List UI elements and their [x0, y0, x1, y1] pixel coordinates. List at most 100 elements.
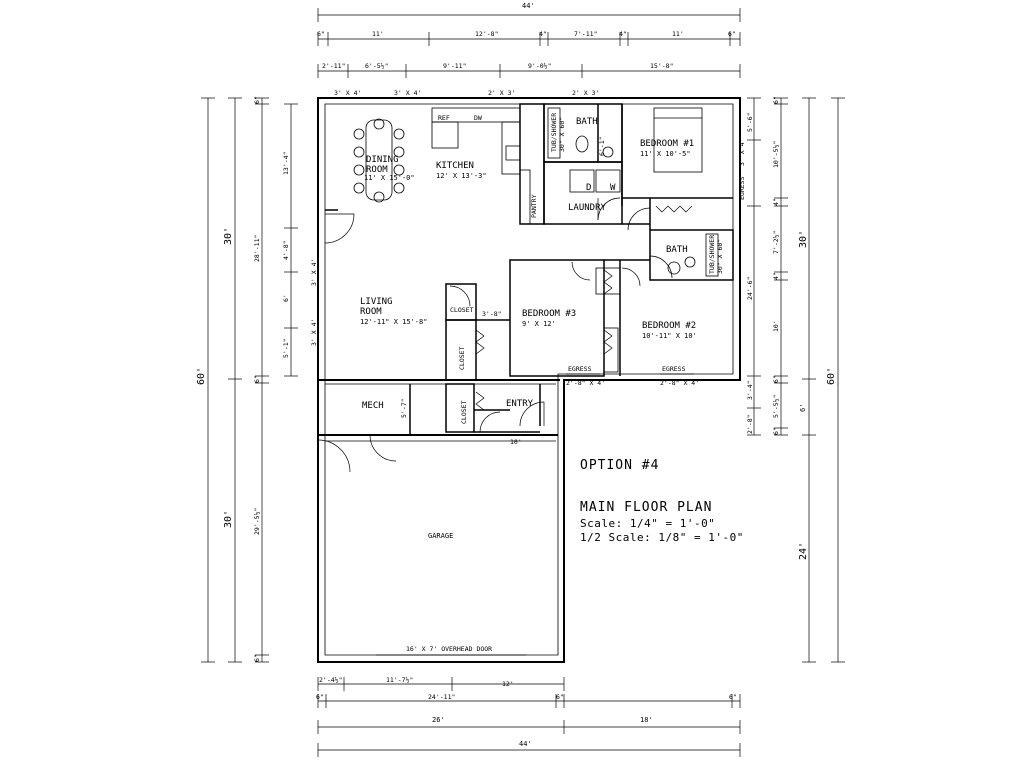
window-label: 2'-8" X 4' — [566, 379, 605, 387]
bottom-row3-dim: 18' — [640, 716, 653, 724]
right-upper-dim: 30' — [798, 230, 809, 248]
plan-title: MAIN FLOOR PLAN — [580, 500, 712, 515]
tub-shower-label: TUB/SHOWER — [708, 235, 716, 274]
right-wall-mark: 6" — [772, 427, 780, 435]
top-row3-dim: 9'-11" — [443, 62, 466, 70]
left-wall-mark: 6" — [253, 375, 261, 383]
tub-size-label: 30" X 60" — [558, 117, 566, 152]
right-segment-dim: 3'-4" — [746, 380, 754, 400]
doors — [317, 197, 693, 473]
right-segment-dim: 2'-8" — [746, 414, 754, 434]
bedroom1-size: 11' X 10'-5" — [640, 150, 691, 158]
right-house-span-dim: 24'-6" — [746, 277, 754, 300]
mech-label: MECH — [362, 401, 384, 411]
egress-label: EGRESS — [568, 365, 592, 373]
left-wall-mark: 6" — [253, 654, 261, 662]
top-row2-dim: 4" — [619, 30, 627, 38]
left-segment-dim: 5'-1" — [282, 338, 290, 358]
window-label: 2' X 3' — [488, 89, 515, 97]
bottom-row2-dim: 6" — [316, 693, 324, 701]
top-row2-dim: 4" — [539, 30, 547, 38]
exterior-walls — [317, 97, 741, 663]
closet-dim: 3'-8" — [482, 310, 502, 318]
bottom-row1-dim: 12' — [502, 680, 514, 688]
mech-dim: 5'-7" — [400, 398, 408, 418]
dining-room-size: 11' X 15'-0" — [364, 174, 415, 182]
top-row2-dim: 6" — [728, 30, 736, 38]
bottom-row1-dim: 2'-4½" — [319, 676, 342, 684]
bottom-row2-dim: 6" — [729, 693, 737, 701]
left-wall-mark: 6" — [253, 96, 261, 104]
right-segment-dim: 3' X 4' — [738, 139, 746, 166]
egress-label: EGRESS — [662, 365, 686, 373]
tub-shower-label: TUB/SHOWER — [550, 113, 558, 152]
scale-note: Scale: 1/4" = 1'-0" — [580, 517, 715, 530]
window-label: 3' X 4' — [334, 89, 361, 97]
right-overall-dim: 60' — [826, 367, 837, 385]
window-labels: 3' X 4' 3' X 4' 2' X 3' 2' X 3' 3' X 4' … — [310, 89, 699, 387]
garage-label: GARAGE — [428, 532, 453, 540]
bath2-label: BATH — [666, 245, 688, 255]
left-house-span-dim: 28'-11" — [253, 235, 261, 262]
dining-room-label: ROOM — [366, 165, 388, 175]
fixture-labels: REF DW PANTRY TUB/SHOWER 30" X 60" TUB/S… — [400, 113, 724, 653]
right-wall-mark: 4" — [772, 272, 780, 280]
refrigerator-label: REF — [438, 114, 450, 122]
right-wall-mark: 6" — [772, 96, 780, 104]
left-segment-dim: 4'-8" — [282, 240, 290, 260]
right-garage-dim: 24' — [798, 542, 809, 560]
right-segment-dim: 10'-5½" — [772, 141, 780, 168]
right-segment-dim: EGRESS — [738, 176, 746, 200]
washer-label: W — [610, 183, 616, 193]
bedroom3-size: 9' X 12' — [522, 320, 556, 328]
bedroom2-label: BEDROOM #2 — [642, 321, 696, 331]
kitchen-label: KITCHEN — [436, 161, 474, 171]
dining-room-label: DINING — [366, 155, 399, 165]
top-dimensions: 44' 6" 11' 12'-8" 4" 7'-11" 4" 11' 6" 2'… — [317, 2, 741, 78]
top-row2-dim: 6" — [317, 30, 325, 38]
window-label: 3' X 4' — [310, 259, 318, 286]
bottom-row2-dim: 6" — [556, 693, 564, 701]
entry-label: ENTRY — [506, 399, 534, 409]
top-row3-dim: 6'-5½" — [365, 62, 388, 70]
top-row2-dim: 7'-11" — [574, 30, 597, 38]
left-upper-dim: 30' — [223, 227, 234, 245]
dishwasher-label: DW — [474, 114, 482, 122]
right-segment-dim: 5'-6" — [746, 112, 754, 132]
half-scale-note: 1/2 Scale: 1/8" = 1'-0" — [580, 531, 744, 544]
left-segment-dim: 13'-4" — [282, 152, 290, 175]
bath-dim: 6'-1" — [598, 136, 606, 156]
right-entry-strip-dim: 6' — [799, 404, 807, 412]
top-row3-dim: 9'-0½" — [528, 62, 551, 70]
kitchen-size: 12' X 13'-3" — [436, 172, 487, 180]
closet-label: CLOSET — [458, 346, 466, 370]
top-row2-dim: 12'-8" — [475, 30, 498, 38]
window-label: 3' X 4' — [310, 319, 318, 346]
bedroom1-label: BEDROOM #1 — [640, 139, 694, 149]
bottom-overall-dim: 44' — [519, 740, 532, 748]
fixtures — [353, 107, 719, 373]
bedroom3-label: BEDROOM #3 — [522, 309, 576, 319]
window-label: 2'-8" X 4' — [660, 379, 699, 387]
closet-label: CLOSET — [450, 306, 474, 314]
option-label: OPTION #4 — [580, 458, 659, 473]
tub-size-label: 30" X 60" — [716, 239, 724, 274]
window-label: 3' X 4' — [394, 89, 421, 97]
left-segment-dim: 6' — [282, 294, 290, 302]
living-room-label: LIVING — [360, 297, 393, 307]
right-wall-mark: 4" — [772, 198, 780, 206]
right-wall-mark: 6" — [772, 375, 780, 383]
window-label: 2' X 3' — [572, 89, 599, 97]
laundry-label: LAUNDRY — [568, 203, 607, 213]
right-dimensions: 60' 30' 6' 24' 10'-5½" 7'-2½" 10' 6" 4" … — [738, 96, 845, 663]
bottom-dimensions: 2'-4½" 11'-7½" 12' 6" 24'-11" 6" 6" 26' … — [316, 676, 741, 757]
room-labels: DINING ROOM 11' X 15'-0" KITCHEN 12' X 1… — [360, 117, 697, 540]
living-room-size: 12'-11" X 15'-8" — [360, 318, 427, 326]
bottom-row3-dim: 26' — [432, 716, 445, 724]
top-row3-dim: 15'-8" — [650, 62, 673, 70]
bottom-row1-dim: 11'-7½" — [386, 676, 413, 684]
bath1-label: BATH — [576, 117, 598, 127]
right-segment-dim: 5'-5½" — [772, 395, 780, 418]
left-overall-dim: 60' — [196, 367, 207, 385]
